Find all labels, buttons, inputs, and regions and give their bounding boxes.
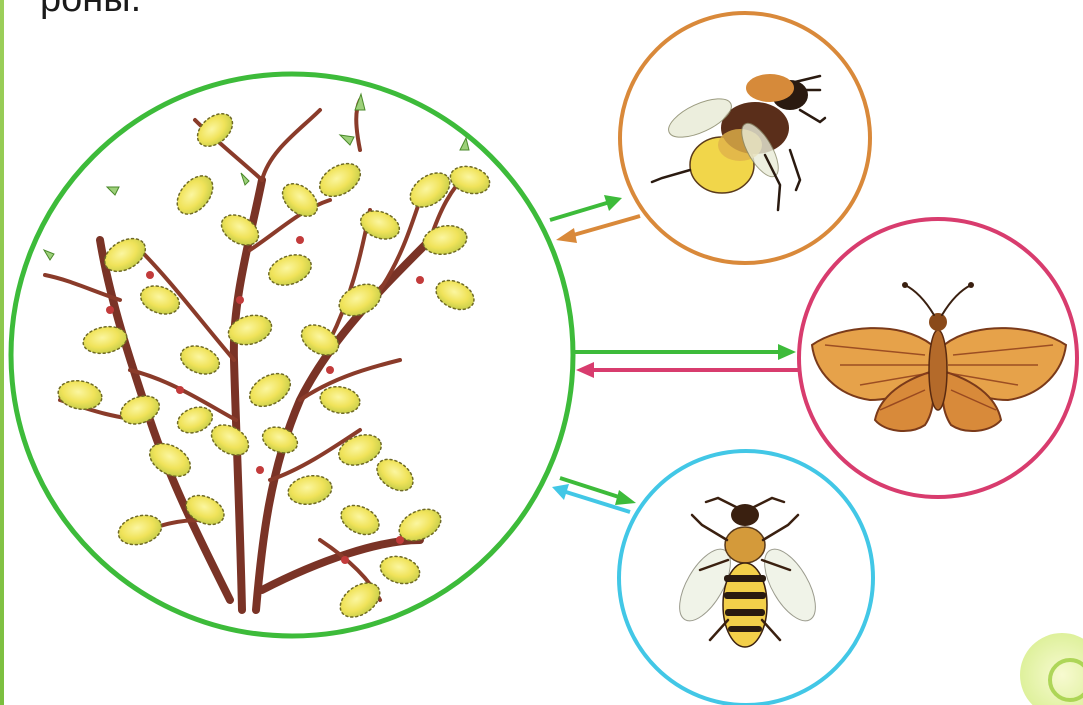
willow-branch-icon	[44, 94, 493, 624]
arrow-bumblebee-to-plant	[556, 216, 640, 243]
bumblebee-icon	[652, 74, 825, 210]
butterfly-icon	[812, 282, 1066, 431]
arrow-plant-to-bumblebee	[550, 195, 622, 220]
plant-circle	[11, 74, 573, 636]
arrow-plant-to-butterfly	[575, 344, 796, 360]
bee-icon	[669, 498, 825, 647]
decorative-orb	[1020, 633, 1083, 705]
arrow-butterfly-to-plant	[576, 362, 798, 378]
